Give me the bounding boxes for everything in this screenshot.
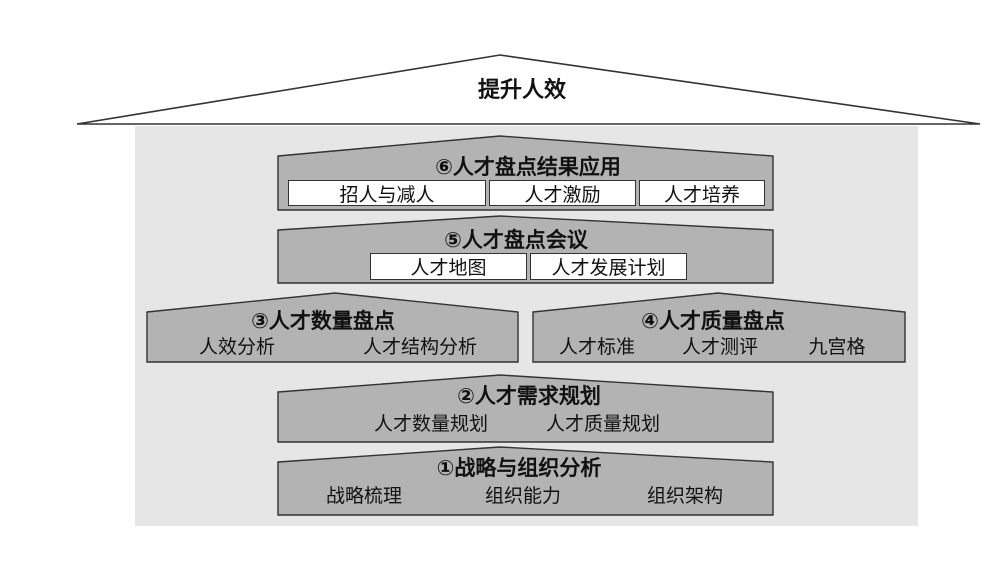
level-6-title: ⑥人才盘点结果应用: [435, 155, 621, 179]
level-3-item-structure: 人才结构分析: [362, 336, 478, 358]
level-4-item-standard: 人才标准: [558, 336, 636, 358]
level-1-item-architecture: 组织架构: [646, 485, 724, 507]
level-6-item-training: 人才培养: [639, 180, 765, 206]
roof-title: 提升人效: [477, 78, 567, 103]
level-6-item-incentive: 人才激励: [489, 180, 636, 206]
level-4-item-assessment: 人才测评: [681, 336, 759, 358]
level-2-item-quality-plan: 人才质量规划: [545, 413, 661, 435]
level-1-block: [277, 446, 774, 516]
level-5-item-dev-plan: 人才发展计划: [530, 253, 687, 280]
level-6-item-recruit: 招人与减人: [288, 180, 486, 206]
level-5-title: ⑤人才盘点会议: [444, 228, 588, 252]
level-2-block: [277, 374, 774, 443]
level-2-title: ②人才需求规划: [457, 384, 601, 408]
level-3-item-efficiency: 人效分析: [198, 336, 276, 358]
roof-shape: [76, 54, 981, 125]
level-2-item-quantity-plan: 人才数量规划: [373, 413, 489, 435]
level-4-item-nine-box: 九宫格: [808, 336, 866, 358]
level-3-block: [146, 292, 519, 363]
level-1-item-strategy: 战略梳理: [325, 485, 403, 507]
level-4-title: ④人才质量盘点: [641, 309, 785, 333]
level-1-title: ①战略与组织分析: [436, 456, 602, 480]
level-1-item-capability: 组织能力: [484, 485, 562, 507]
level-4-block: [532, 292, 906, 363]
level-3-title: ③人才数量盘点: [251, 309, 395, 333]
level-5-item-talent-map: 人才地图: [370, 253, 527, 280]
